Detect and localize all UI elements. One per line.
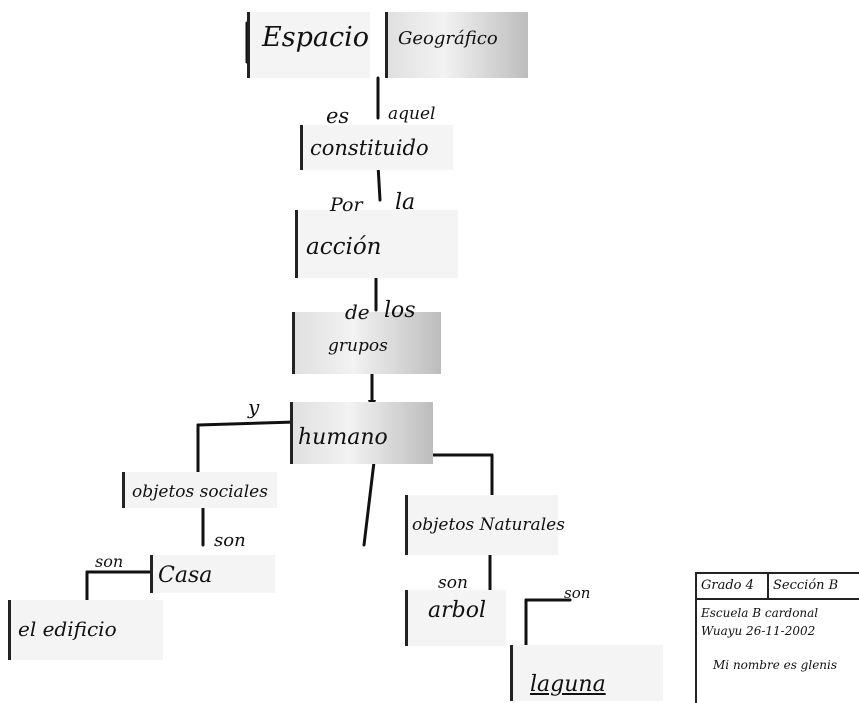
link-son-arbol: son [564, 584, 591, 602]
box-accion [295, 210, 458, 278]
link-los: los [384, 298, 416, 323]
note-nombre: Mi nombre es glenis [713, 658, 838, 672]
link-son-sociales: son [214, 530, 246, 551]
note-lugar-fecha: Wuayu 26-11-2002 [701, 624, 816, 638]
link-aquel: aquel [388, 104, 436, 124]
connector-line [362, 460, 376, 547]
node-grupos: grupos [328, 336, 388, 356]
node-humano: humano [298, 425, 388, 450]
link-es: es [326, 104, 350, 128]
note-divider [767, 574, 769, 598]
note-seccion: Sección B [773, 578, 839, 593]
note-grado: Grado 4 [701, 578, 754, 593]
connector-line [196, 420, 297, 427]
box-espacio [247, 12, 370, 78]
node-constituido: constituido [310, 136, 429, 160]
note-divider [697, 598, 859, 600]
link-la: la [395, 190, 416, 215]
node-laguna: laguna [530, 672, 606, 697]
link-de: de [345, 300, 370, 324]
link-son-casa: son [95, 552, 124, 571]
box-laguna [510, 645, 663, 701]
box-arbol [405, 590, 506, 646]
box-objetos-sociales [122, 472, 277, 508]
box-geografico [385, 12, 528, 78]
box-objetos-naturales [405, 495, 558, 555]
link-por: Por [330, 194, 363, 216]
node-objetos-sociales: objetos sociales [132, 482, 268, 502]
node-accion: acción [306, 234, 382, 260]
node-geografico: Geográfico [398, 28, 498, 49]
node-espacio: Espacio [262, 22, 369, 53]
box-grupos [292, 312, 441, 374]
connector-line [376, 163, 382, 202]
box-humano [290, 402, 433, 464]
box-edificio [8, 600, 163, 660]
student-info-note: Grado 4 Sección B Escuela B cardonal Wua… [695, 572, 859, 703]
link-y: y [248, 395, 260, 419]
node-casa: Casa [158, 563, 213, 588]
node-objetos-naturales: objetos Naturales [412, 515, 565, 535]
link-son-naturales: son [438, 573, 468, 593]
node-arbol: arbol [428, 598, 486, 623]
box-casa [150, 555, 275, 593]
box-constituido [300, 125, 453, 170]
node-edificio: el edificio [18, 617, 117, 641]
note-escuela: Escuela B cardonal [701, 606, 819, 620]
